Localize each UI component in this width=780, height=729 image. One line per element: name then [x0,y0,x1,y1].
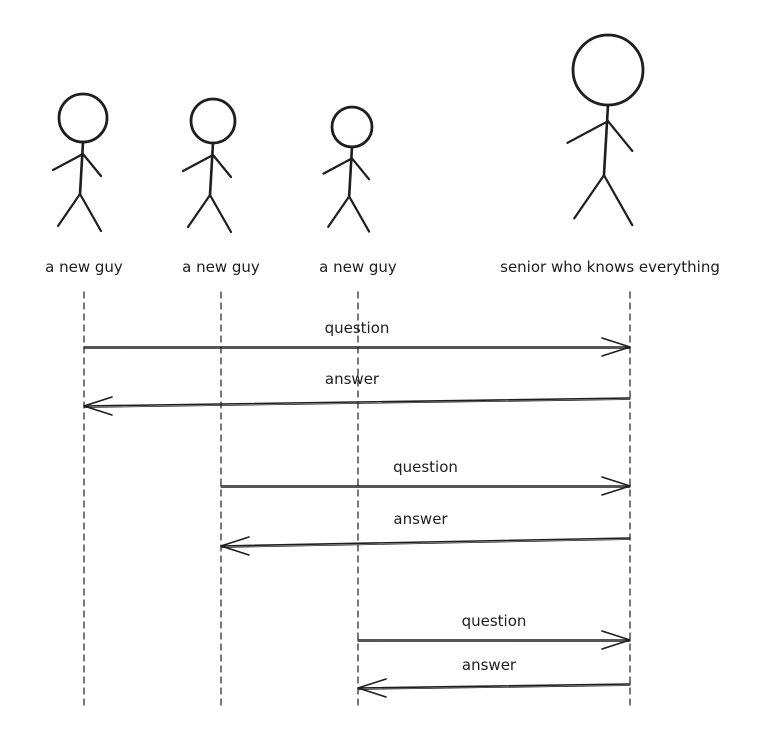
actor-right-leg [348,195,371,233]
actor-left-arm [322,157,354,175]
actor-left-arm [181,153,215,173]
actor-2: a new guy [319,105,397,711]
actor-left-arm [566,120,610,144]
arrowhead-icon [601,476,631,496]
message-3-answer: answer [220,510,631,556]
actor-body [208,141,215,197]
actor-left-leg [56,192,82,228]
message-5-answer: answer [357,656,631,698]
actor-head [57,92,109,144]
actor-head [189,97,237,145]
message-label: question [462,612,527,630]
actor-left-arm [51,152,85,172]
message-1-answer: answer [83,370,631,416]
message-2-question: question [220,458,631,496]
actor-left-leg [573,174,606,220]
actor-right-arm [350,157,371,181]
arrowhead-icon [220,536,250,556]
actor-left-leg [327,195,351,228]
actor-right-leg [208,193,233,234]
actor-head [571,33,645,107]
actor-3: senior who knows everything [500,33,720,711]
message-4-question: question [357,612,631,650]
message-label: answer [325,370,380,388]
actor-1: a new guy [181,97,260,711]
message-label: answer [462,656,517,674]
message-label: answer [393,510,448,528]
actor-label: senior who knows everything [500,258,720,276]
actor-right-arm [81,152,103,178]
message-label: question [325,319,390,337]
message-arrow-line-sketch [220,539,631,548]
actor-body [602,103,610,177]
message-arrow-line [357,683,631,689]
actor-body [78,140,85,196]
actor-label: a new guy [319,258,397,276]
arrowhead-icon [357,678,387,698]
actor-right-arm [606,120,634,152]
arrowhead-icon [83,396,113,416]
actor-head [330,105,374,149]
message-arrow-line-sketch [83,399,631,408]
message-arrow-line-sketch [357,685,631,690]
actor-left-leg [186,193,212,229]
actor-body [347,145,354,198]
message-0-question: question [83,319,631,357]
arrowhead-icon [601,337,631,357]
actor-right-arm [211,153,233,179]
actor-label: a new guy [182,258,260,276]
actor-right-leg [602,174,634,227]
actor-label: a new guy [45,258,123,276]
actor-right-leg [78,192,103,233]
message-arrow-line [83,397,631,407]
message-label: question [393,458,458,476]
message-arrow-line [220,537,631,547]
actor-0: a new guy [45,92,123,711]
arrowhead-icon [601,630,631,650]
